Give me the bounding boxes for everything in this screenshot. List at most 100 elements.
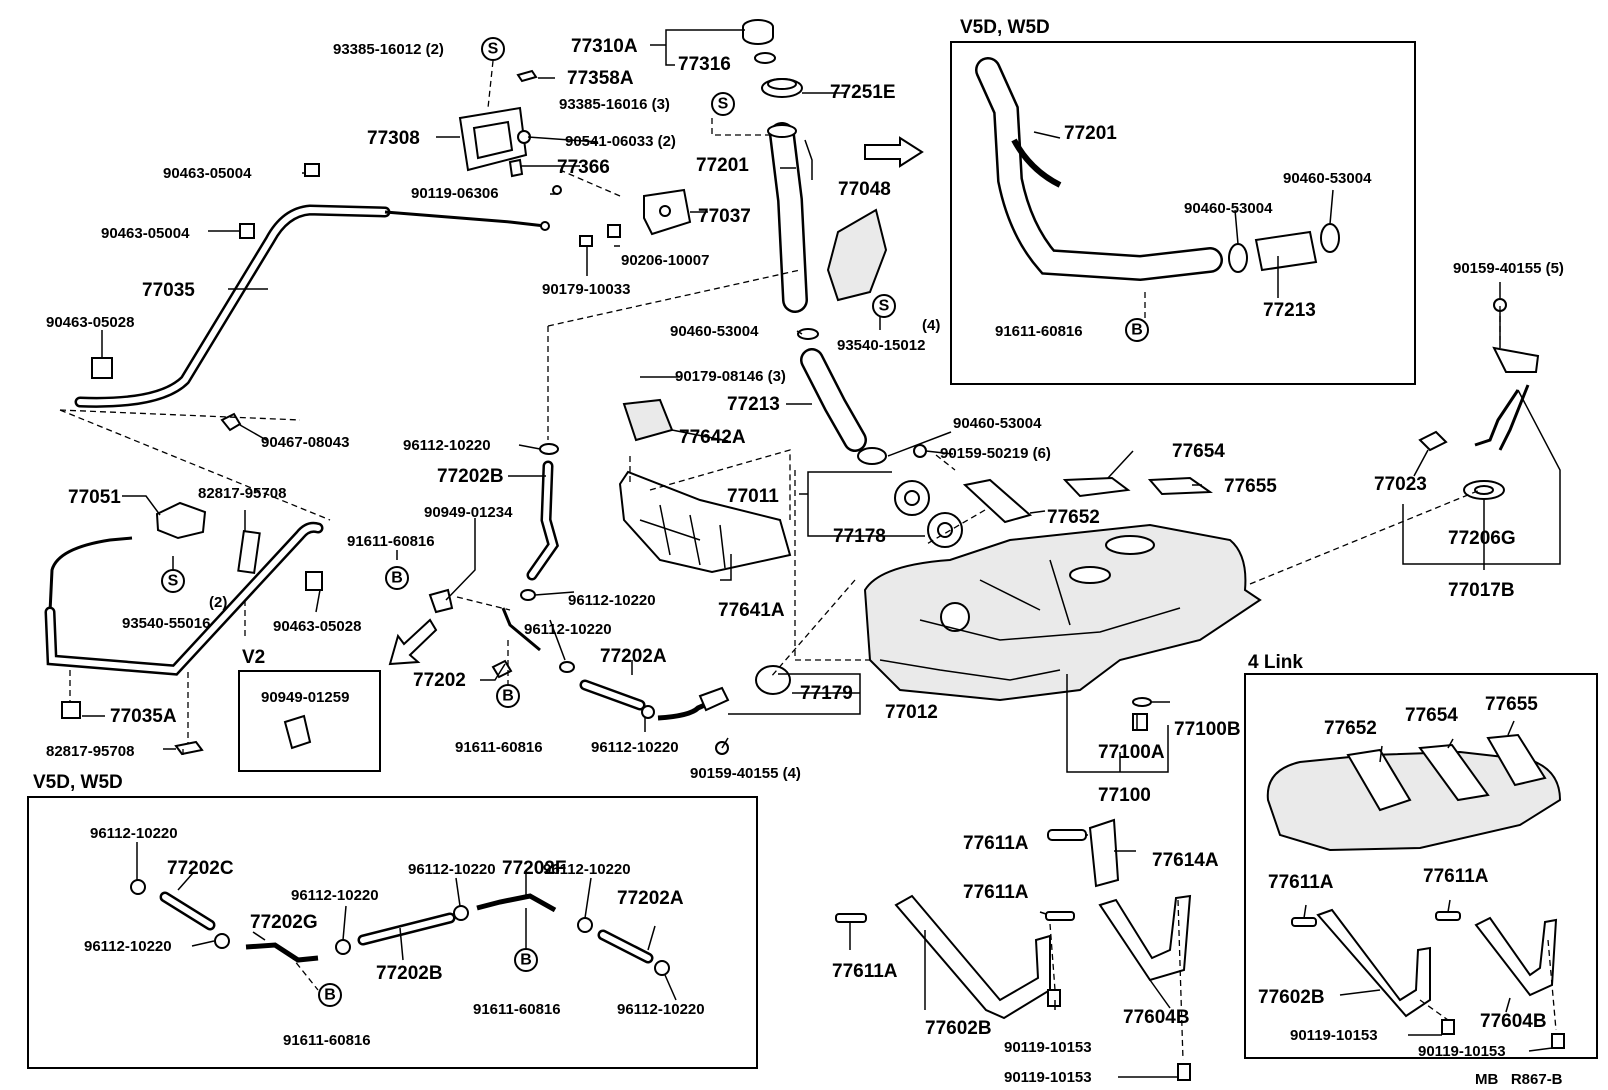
gasket-77316 — [754, 52, 776, 64]
gasket-77100b — [1132, 697, 1152, 707]
part-shapes — [44, 19, 1565, 1081]
label-91611-60816-e: 91611-60816 — [283, 1032, 371, 1049]
clip-77035a — [61, 701, 81, 719]
label-77202a: 77202A — [600, 646, 667, 667]
bolt-77611a-d — [1291, 917, 1317, 927]
label-96112-10220-c: 96112-10220 — [524, 621, 612, 638]
label-90460-53004-d: 90460-53004 — [1283, 170, 1372, 187]
strap-77652-4-link — [1346, 748, 1412, 812]
svg-text:B: B — [520, 952, 532, 969]
svg-text:B: B — [391, 570, 403, 587]
pad-82817-95708-b — [174, 740, 204, 756]
symbol-s-icon: S — [872, 294, 896, 318]
strap-77654 — [1062, 476, 1131, 498]
symbol-b-icon: B — [318, 983, 342, 1007]
label-77652: 77652 — [1047, 507, 1100, 528]
label-77602b: 77602B — [925, 1018, 992, 1039]
label-96112-10220-j: 96112-10220 — [617, 1001, 705, 1018]
box-v2: V2 — [238, 647, 381, 772]
svg-text:B: B — [1131, 322, 1143, 339]
label-90463-05028-b: 90463-05028 — [273, 618, 361, 635]
label-77602b-4-link: 77602B — [1258, 987, 1325, 1008]
label-90159-40155-b: 90159-40155 (5) — [1453, 260, 1564, 277]
pipe-77202f — [476, 893, 557, 913]
band-77604b-4-link — [1474, 916, 1558, 997]
protector-77048 — [826, 208, 888, 302]
label-77202: 77202 — [413, 670, 466, 691]
insulator-77642a — [622, 398, 674, 442]
label-77201: 77201 — [696, 155, 749, 176]
clamp-96112-10220-h — [335, 939, 351, 955]
label-77213-v5d: 77213 — [1263, 300, 1316, 321]
hose-77213-v5d — [1254, 230, 1318, 272]
bolt-77611a-c — [835, 913, 867, 923]
label-77611a-c: 77611A — [832, 961, 898, 982]
label-77642a: 77642A — [679, 427, 746, 448]
bolt-77611a-b — [1045, 911, 1075, 921]
bracket-77614a — [1088, 818, 1120, 888]
arrow-to-v2-icon — [388, 618, 438, 666]
label-77308: 77308 — [367, 128, 420, 149]
label-90119-10153-a: 90119-10153 — [1004, 1039, 1092, 1056]
label-90159-50219: 90159-50219 (6) — [940, 445, 1051, 462]
label-93385-16016: 93385-16016 (3) — [559, 96, 670, 113]
svg-text:S: S — [488, 41, 499, 58]
box-title-4-link: 4 Link — [1248, 652, 1303, 673]
label-90949-01259: 90949-01259 — [261, 689, 349, 706]
fuel-tank — [863, 523, 1262, 702]
label-93540-15012-qty: (4) — [922, 317, 940, 334]
label-77251e: 77251E — [830, 82, 896, 103]
label-77652-4-link: 77652 — [1324, 718, 1377, 739]
label-77655-4-link: 77655 — [1485, 694, 1538, 715]
part-77366 — [508, 158, 524, 178]
label-82817-95708-a: 82817-95708 — [198, 485, 286, 502]
box-title-v5d-bottom: V5D, W5D — [33, 772, 123, 793]
band-77602b-4-link — [1316, 908, 1431, 1018]
label-77604b: 77604B — [1123, 1007, 1190, 1028]
label-77654-4-link: 77654 — [1405, 705, 1458, 726]
leader-lines — [59, 29, 1561, 1078]
label-82817-95708-b: 82817-95708 — [46, 743, 134, 760]
clamp-90463-05004-b — [239, 223, 255, 239]
symbol-b-icon: B — [1125, 318, 1149, 342]
label-93385-16012: 93385-16012 (2) — [333, 41, 444, 58]
clamp-96112-10220-j — [654, 960, 670, 976]
float-77023 — [1418, 430, 1448, 452]
label-77611a-d: 77611A — [1268, 872, 1334, 893]
label-77051: 77051 — [68, 487, 121, 508]
label-91611-60816-a: 91611-60816 — [347, 533, 435, 550]
clamp-90460-53004-c — [1228, 243, 1248, 273]
svg-text:S: S — [168, 573, 179, 590]
pad-82817-95708-a — [237, 529, 261, 575]
label-77366: 77366 — [557, 157, 610, 178]
label-90460-53004-c: 90460-53004 — [1184, 200, 1273, 217]
clamp-96112-10220-f — [214, 933, 230, 949]
sender-gauge-77017b — [1492, 346, 1540, 373]
bolt-90119-10153-d — [1551, 1033, 1565, 1049]
label-91611-60816-c: 91611-60816 — [995, 323, 1083, 340]
svg-text:B: B — [502, 688, 514, 705]
label-77202a-v5d: 77202A — [617, 888, 684, 909]
clamp-90463-05028-a — [91, 357, 113, 379]
lever-77051 — [155, 501, 207, 540]
label-77202g: 77202G — [250, 912, 318, 933]
clip-90467-08043 — [220, 412, 242, 432]
label-77201-v5d: 77201 — [1064, 123, 1117, 144]
clamp-96112-10220-e — [130, 879, 146, 895]
label-93540-55016: 93540-55016 — [122, 615, 210, 632]
label-77100b: 77100B — [1174, 719, 1241, 740]
seal-77251e — [761, 78, 803, 98]
gasket-77179 — [755, 665, 791, 695]
symbol-markers: S S S S B B B B B — [161, 37, 1149, 1007]
clamp-90460-53004-d — [1320, 223, 1340, 253]
band-77604b — [1098, 894, 1192, 982]
symbol-s-icon: S — [161, 569, 185, 593]
bracket-90949-01259 — [283, 714, 312, 750]
clamp-90463-05004-a — [304, 163, 320, 177]
label-90179-10033: 90179-10033 — [542, 281, 630, 298]
label-77202b-v5d: 77202B — [376, 963, 443, 984]
plug-77100a — [1132, 713, 1148, 731]
label-96112-10220-d: 96112-10220 — [591, 739, 679, 756]
svg-text:S: S — [718, 96, 729, 113]
label-77017b: 77017B — [1448, 580, 1515, 601]
